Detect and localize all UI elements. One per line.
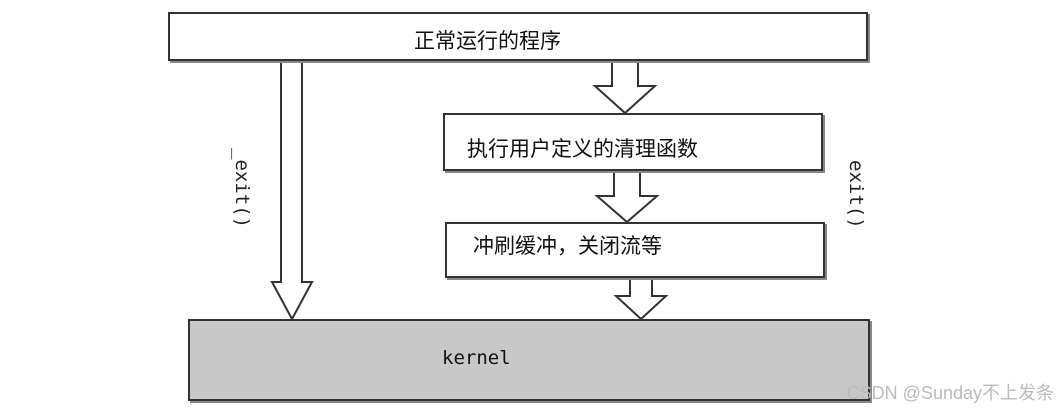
flush-streams-box: 冲刷缓冲，关闭流等 bbox=[445, 222, 825, 278]
kernel-box: kernel bbox=[188, 319, 870, 401]
arrow-to-flush bbox=[594, 169, 660, 224]
exit-underscore-arrow bbox=[270, 59, 314, 322]
flush-streams-label: 冲刷缓冲，关闭流等 bbox=[473, 234, 662, 258]
cleanup-functions-box: 执行用户定义的清理函数 bbox=[443, 113, 823, 171]
cleanup-functions-label: 执行用户定义的清理函数 bbox=[467, 137, 698, 161]
arrow-to-cleanup bbox=[592, 59, 658, 115]
exit-label: exit() bbox=[845, 160, 867, 229]
exit-underscore-label: _exit() bbox=[231, 148, 253, 229]
arrow-to-kernel bbox=[613, 276, 669, 321]
normal-program-box: 正常运行的程序 bbox=[168, 12, 868, 61]
normal-program-label: 正常运行的程序 bbox=[414, 29, 561, 53]
watermark: CSDN @Sunday不上发条 bbox=[846, 383, 1054, 403]
kernel-label: kernel bbox=[442, 347, 511, 369]
